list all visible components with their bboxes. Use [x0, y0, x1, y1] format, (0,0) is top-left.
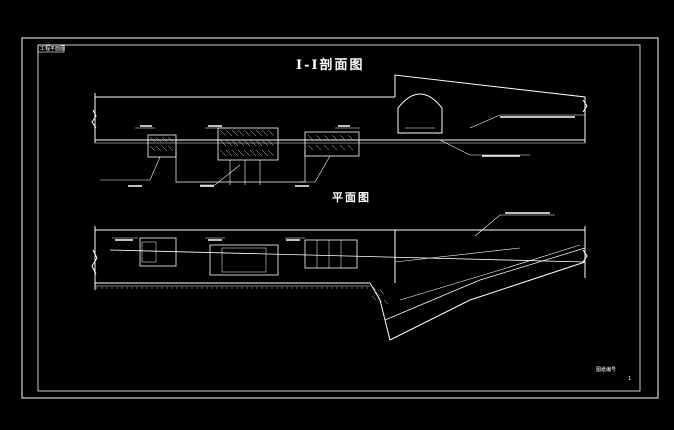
outer-frame — [21, 37, 659, 399]
inner-frame — [37, 44, 641, 392]
title-tag: 工程平面图 — [40, 46, 66, 52]
plan-view — [91, 214, 588, 341]
annotation-dashes — [115, 116, 575, 241]
section-hatch — [149, 129, 354, 157]
plan-title: 平面图 — [332, 191, 371, 204]
title-tag-box — [37, 44, 65, 53]
page-mark: 1 — [628, 376, 632, 382]
section-view — [91, 74, 588, 186]
section-title: I-I剖面图 — [296, 58, 365, 73]
plan-hatch — [96, 285, 389, 305]
drawing-number: 图纸编号 — [596, 367, 617, 373]
